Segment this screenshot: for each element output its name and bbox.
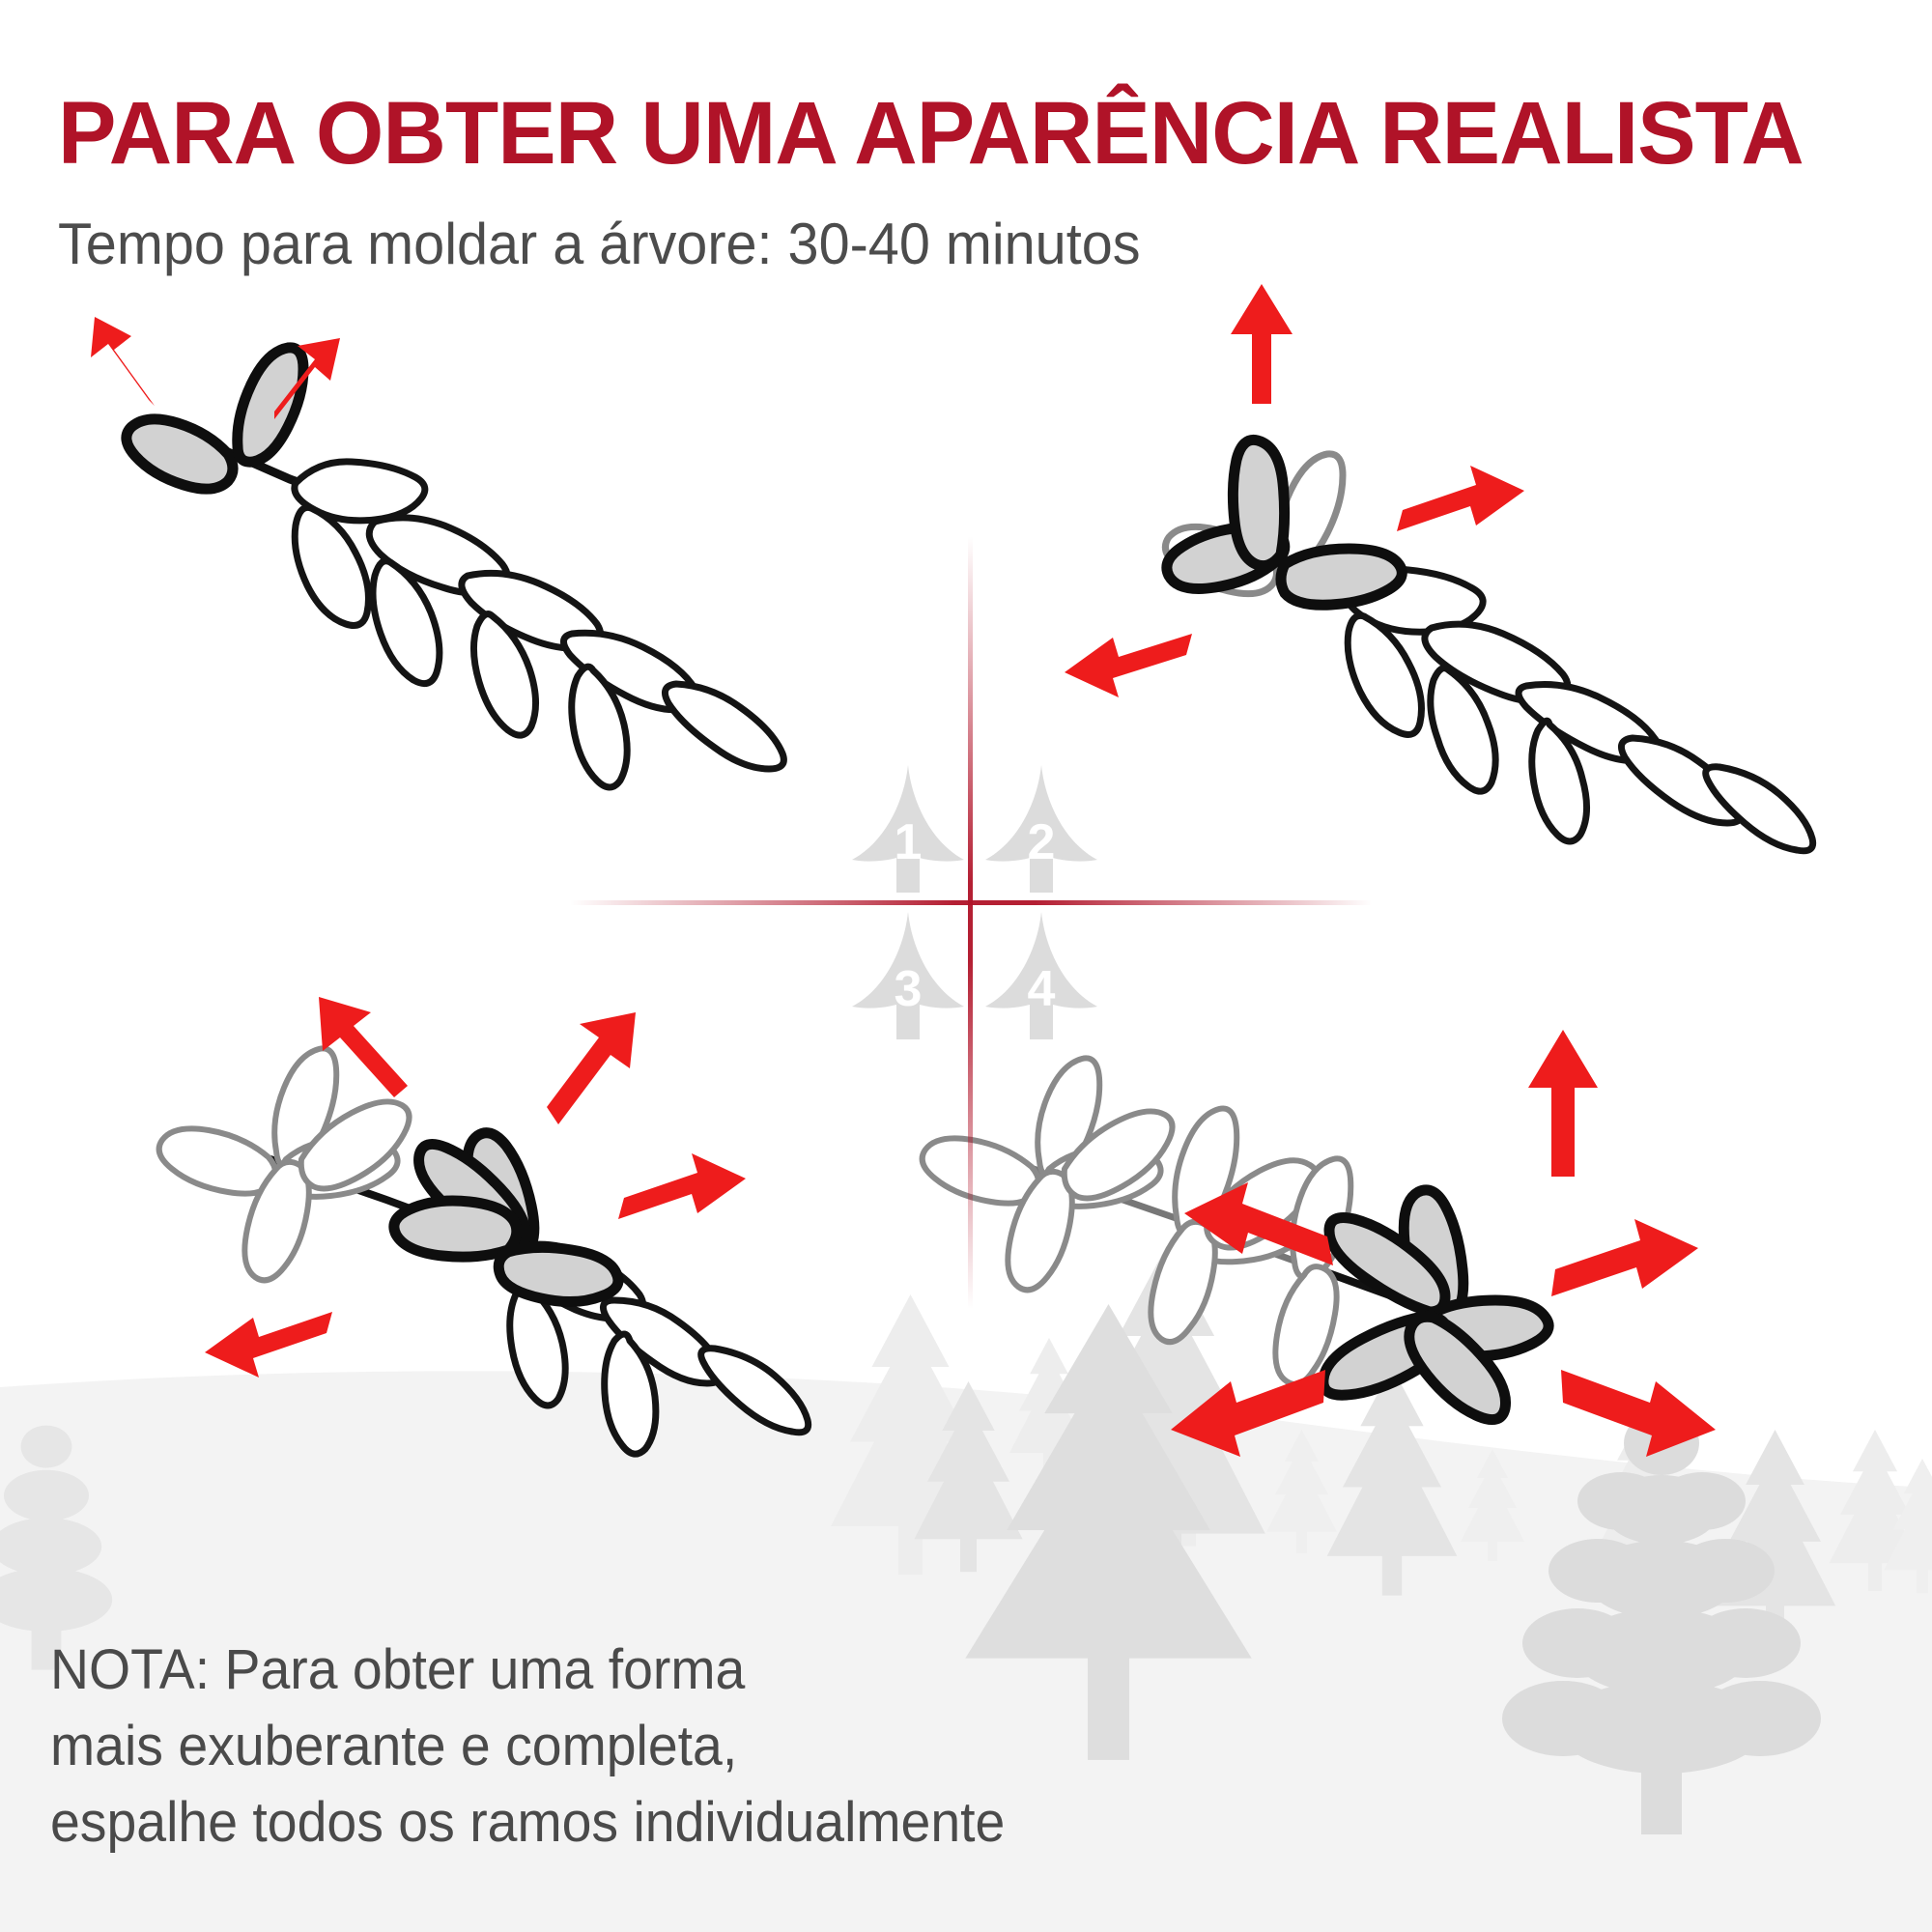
christmas-tree-icon — [985, 765, 1097, 893]
step-marker-2-label: 2 — [1027, 814, 1056, 870]
note-text: NOTA: Para obter uma forma mais exuberan… — [50, 1638, 1006, 1854]
branch-shaping-step-1 — [39, 290, 947, 869]
direction-arrows — [91, 317, 340, 419]
branch-shaping-step-2 — [985, 280, 1913, 869]
quadrant-divider-horizontal — [570, 900, 1372, 905]
direction-arrows — [205, 997, 746, 1378]
page-title: PARA OBTER UMA APARÊNCIA REALISTA — [58, 84, 1804, 183]
step-marker-4: 4 — [983, 910, 1099, 1045]
step-marker-2: 2 — [983, 763, 1099, 898]
branch-shaping-step-4 — [919, 966, 1922, 1507]
direction-arrows — [1171, 1030, 1716, 1457]
christmas-tree-icon — [852, 912, 964, 1039]
step-marker-4-label: 4 — [1027, 961, 1056, 1017]
christmas-tree-icon — [852, 765, 964, 893]
step-marker-1-label: 1 — [894, 814, 923, 870]
header: PARA OBTER UMA APARÊNCIA REALISTA Tempo … — [58, 89, 1893, 277]
christmas-tree-icon — [985, 912, 1097, 1039]
direction-arrows — [1065, 284, 1524, 697]
page-subtitle: Tempo para moldar a árvore: 30-40 minuto… — [58, 212, 1141, 276]
branch-shaping-step-3 — [97, 976, 966, 1497]
step-marker-3-label: 3 — [894, 961, 923, 1017]
quadrant-divider-vertical — [968, 536, 973, 1309]
step-marker-1: 1 — [850, 763, 966, 898]
step-marker-3: 3 — [850, 910, 966, 1045]
